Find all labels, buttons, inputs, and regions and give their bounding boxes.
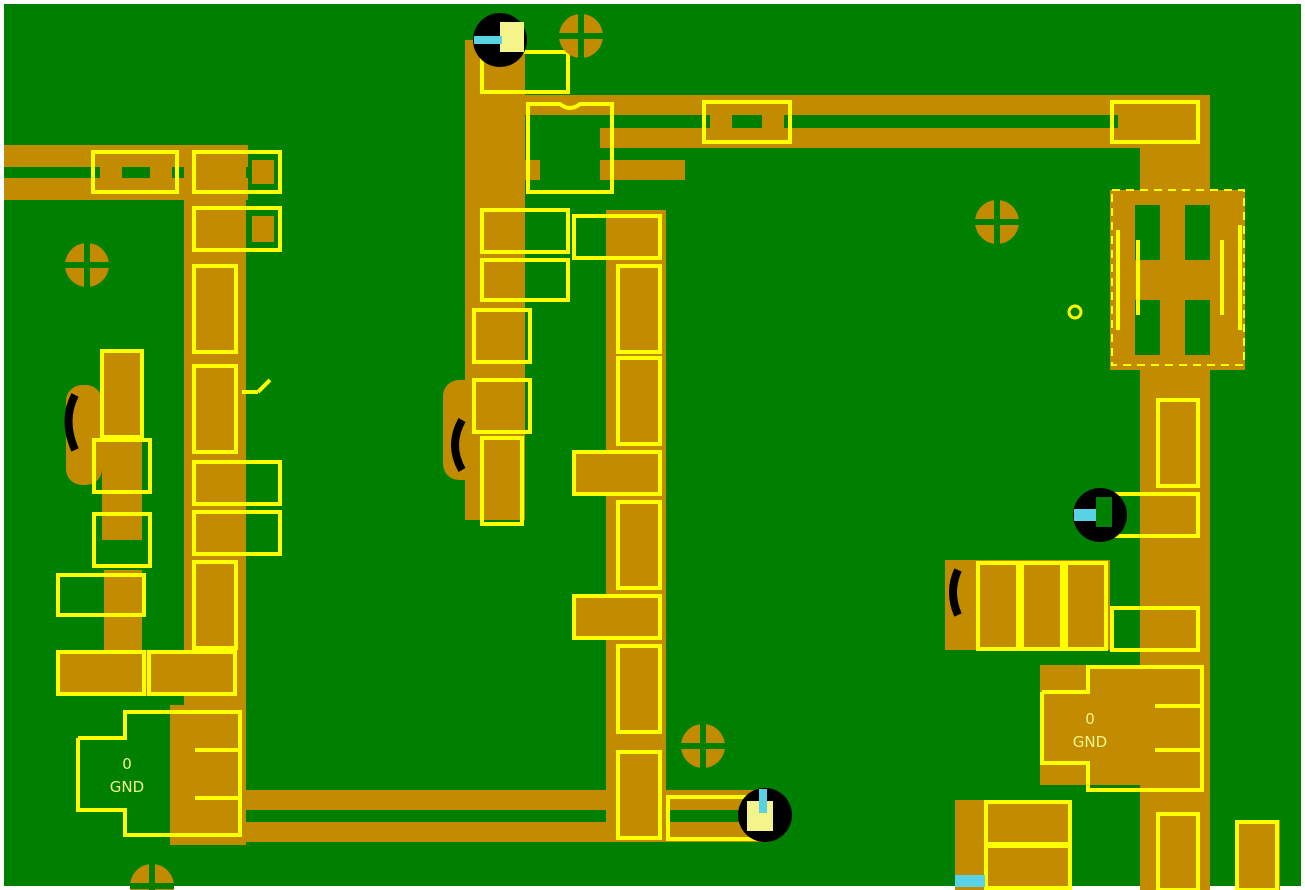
gnd-right-name: GND [1073, 733, 1107, 751]
via-top [473, 13, 527, 67]
smd-pads [100, 110, 1192, 242]
vias [64, 13, 1127, 887]
via-edge-mid [451, 418, 466, 472]
gnd-right-value: 0 [1085, 710, 1095, 728]
via-edge-left [64, 393, 79, 452]
via-bottom [738, 788, 792, 842]
via-bottom-right [955, 875, 985, 887]
fiducial-marks [65, 14, 1019, 890]
via-edge-right [949, 568, 962, 617]
gnd-left-name: GND [110, 778, 144, 796]
silkscreen-outlines [56, 50, 1279, 890]
gnd-left-value: 0 [122, 755, 132, 773]
via-right [1073, 488, 1127, 542]
